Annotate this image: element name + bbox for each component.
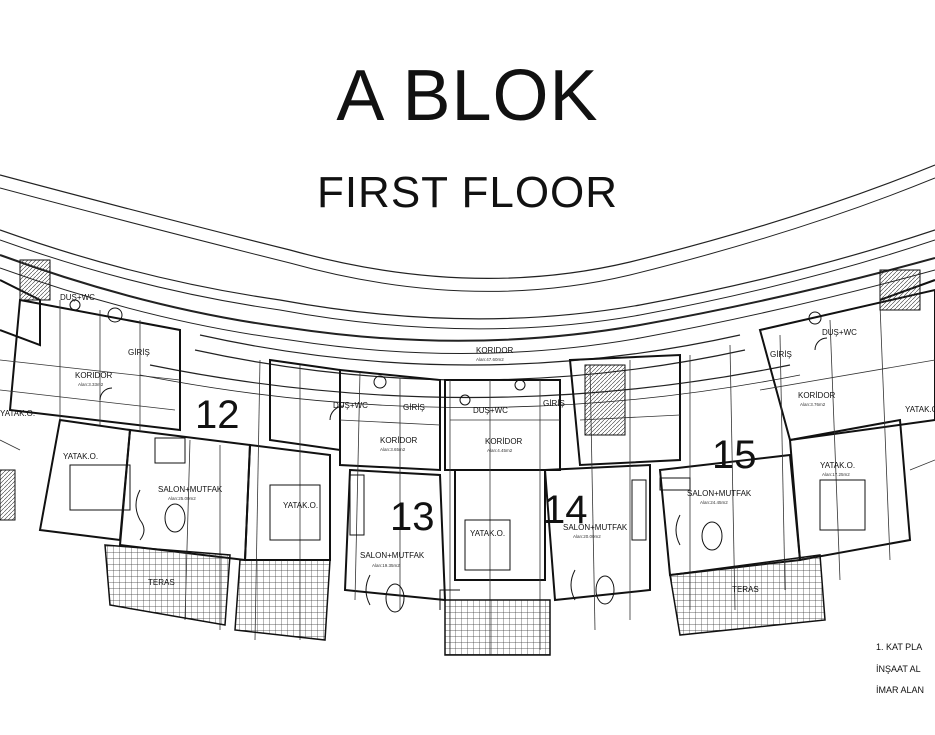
- room-label-yatak-left: YATAK.O.: [0, 409, 35, 418]
- room-label-yatak-13: YATAK.O.: [283, 501, 318, 510]
- room-labels: KORIDOR Alan:47.60m2 KORIDOR Alan:3.33m2…: [0, 293, 935, 594]
- room-label-teras-12: TERAS: [148, 578, 175, 587]
- legend-floor-plan: 1. KAT PLA: [876, 642, 923, 652]
- room-label-dus-12: DUŞ+WC: [60, 293, 95, 302]
- room-label-teras-15: TERAS: [732, 585, 759, 594]
- area-koridor-13: Alan:3.65m2: [380, 447, 406, 452]
- legend-construction-area: İNŞAAT AL: [876, 664, 921, 674]
- room-label-yatak-14: YATAK.O.: [470, 529, 505, 538]
- room-label-koridor-15: KORİDOR: [798, 391, 836, 400]
- room-label-dus-13: DUŞ+WC: [333, 401, 368, 410]
- block-title: A BLOK: [336, 56, 599, 136]
- legend-zoning-area: İMAR ALAN: [876, 685, 925, 695]
- room-label-giris-15: GİRİŞ: [770, 350, 792, 359]
- area-salon-14: Alan:20.00m2: [573, 534, 601, 539]
- room-label-koridor-13: KORİDOR: [380, 436, 418, 445]
- room-label-yatak-right: YATAK.O.: [905, 405, 935, 414]
- room-label-koridor-12: KORIDOR: [75, 371, 113, 380]
- stair-hatches: [0, 259, 921, 521]
- outer-curve-lines: [0, 164, 935, 355]
- room-label-salon-12: SALON+MUTFAK: [158, 485, 223, 494]
- furniture: [69, 299, 866, 613]
- unit-number-15: 15: [712, 433, 757, 477]
- unit-number-13: 13: [390, 495, 435, 539]
- room-label-yatak-12: YATAK.O.: [63, 452, 98, 461]
- unit-number-12: 12: [195, 393, 240, 437]
- unit-number-14: 14: [543, 488, 588, 532]
- area-koridor-14: Alan:4.45m2: [487, 448, 513, 453]
- room-label-giris-12: GİRİŞ: [128, 348, 150, 357]
- floor-subtitle: FIRST FLOOR: [316, 168, 619, 217]
- terrace-areas: [104, 544, 826, 656]
- unit-numbers: 12 13 14 15: [195, 393, 757, 539]
- room-label-koridor-14: KORİDOR: [485, 437, 523, 446]
- area-koridor-12: Alan:3.33m2: [78, 382, 104, 387]
- room-label-yatak-15: YATAK.O.: [820, 461, 855, 470]
- area-salon-15: Alan:24.45m2: [700, 500, 728, 505]
- area-salon-13: Alan:19.35m2: [372, 563, 400, 568]
- area-koridor-15: Alan:3.76m2: [800, 402, 826, 407]
- area-yatak-15: Alan:17.25m2: [822, 472, 850, 477]
- area-koridor-main: Alan:47.60m2: [476, 357, 504, 362]
- room-label-giris-13: GİRİŞ: [403, 403, 425, 412]
- room-label-salon-13: SALON+MUTFAK: [360, 551, 425, 560]
- room-label-giris-14: GİRİŞ: [543, 399, 565, 408]
- room-label-dus-14: DUŞ+WC: [473, 406, 508, 415]
- room-label-koridor-main: KORIDOR: [476, 346, 514, 355]
- main-walls: [0, 279, 935, 602]
- area-salon-12: Alan:25.00m2: [168, 496, 196, 501]
- room-label-dus-15: DUŞ+WC: [822, 328, 857, 337]
- room-label-salon-15: SALON+MUTFAK: [687, 489, 752, 498]
- room-label-salon-14: SALON+MUTFAK: [563, 523, 628, 532]
